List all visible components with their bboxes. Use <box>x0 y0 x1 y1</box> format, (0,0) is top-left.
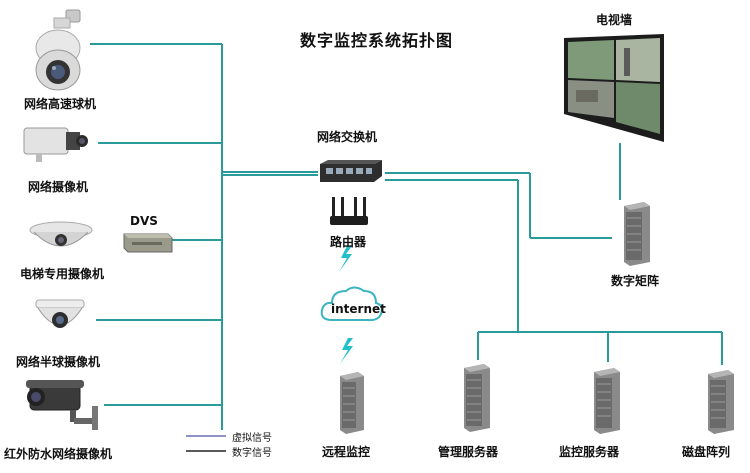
internet-cloud-icon <box>318 282 384 330</box>
monitor-server-icon <box>592 366 622 434</box>
internet-label: internet <box>331 302 386 316</box>
half-dome-camera-icon <box>30 298 90 338</box>
half-dome-label: 网络半球摄像机 <box>16 355 101 369</box>
matrix-server-icon <box>622 200 652 266</box>
switch-label: 网络交换机 <box>317 130 378 144</box>
monitor-server-label: 监控服务器 <box>559 445 620 459</box>
dvs-label: DVS <box>130 214 158 228</box>
disk-array-icon <box>706 368 736 434</box>
matrix-label: 数字矩阵 <box>611 274 660 288</box>
tv-wall-icon <box>562 34 666 142</box>
dvs-encoder-icon <box>118 228 174 258</box>
ptz-dome-label: 网络高速球机 <box>24 97 97 111</box>
ir-bullet-label: 红外防水网络摄像机 <box>4 447 113 461</box>
disk-array-label: 磁盘阵列 <box>682 445 731 459</box>
diagram-title: 数字监控系统拓扑图 <box>300 31 454 50</box>
mgmt-server-label: 管理服务器 <box>438 445 499 459</box>
ptz-dome-camera-icon <box>32 8 84 92</box>
router-label: 路由器 <box>330 235 367 249</box>
remote-label: 远程监控 <box>322 445 371 459</box>
legend-digital-label: 数字信号 <box>232 448 272 459</box>
router-icon <box>328 196 370 228</box>
legend-virtual-label: 虚拟信号 <box>232 433 272 444</box>
elevator-camera-label: 电梯专用摄像机 <box>20 267 105 281</box>
box-camera-label: 网络摄像机 <box>28 180 89 194</box>
mgmt-server-icon <box>462 362 492 432</box>
tv-wall-label: 电视墙 <box>596 13 633 27</box>
remote-server-icon <box>338 370 366 434</box>
box-camera-icon <box>22 124 88 164</box>
ir-bullet-camera-icon <box>20 376 100 432</box>
elevator-camera-icon <box>28 220 94 256</box>
network-switch-icon <box>318 158 384 184</box>
